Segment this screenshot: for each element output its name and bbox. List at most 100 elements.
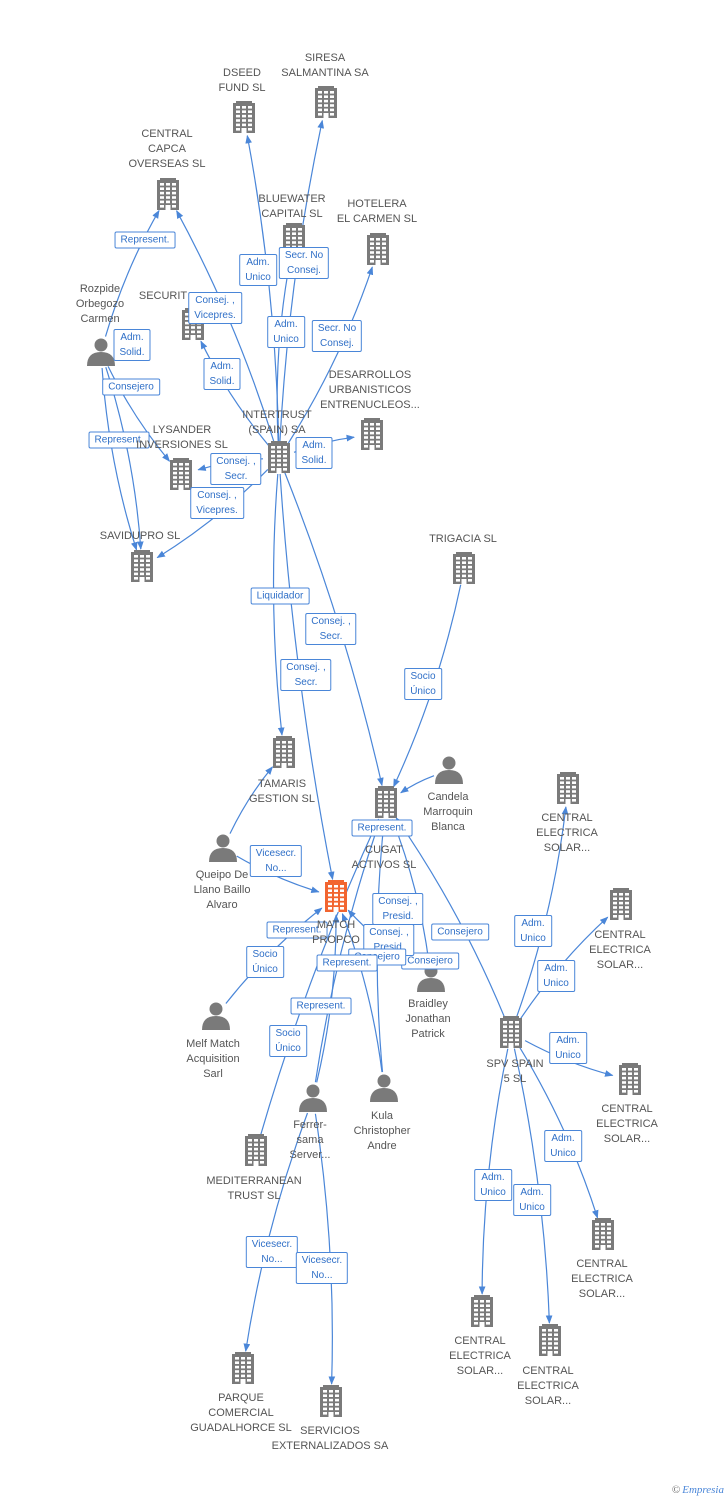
node-label-intertrust[interactable]: INTERTRUST (SPAIN) SA (242, 409, 312, 436)
building-icon-capca[interactable] (157, 178, 179, 210)
building-icon-desarrollos[interactable] (361, 418, 383, 450)
relation-label[interactable]: Secr. No Consej. (311, 320, 363, 352)
relation-edge (107, 366, 171, 462)
node-label-securit[interactable]: SECURIT (138, 290, 188, 302)
node-label-tamaris[interactable]: TAMARIS GESTION SL (248, 778, 316, 805)
relation-label[interactable]: Adm. Unico (544, 1130, 582, 1162)
relation-edge (515, 806, 569, 1019)
node-label-siresa[interactable]: SIRESA SALMANTINA SA (281, 52, 369, 79)
relation-label[interactable]: Consej. , Vicepres. (188, 292, 242, 324)
building-icon-lysander[interactable] (170, 458, 192, 490)
relation-label[interactable]: Secr. No Consej. (278, 247, 330, 279)
brand-watermark[interactable]: ©Empresia (672, 1484, 724, 1496)
node-label-mediterranean[interactable]: MEDITERRANEAN TRUST SL (206, 1175, 302, 1202)
node-label-match[interactable]: MATCH PROPCO (312, 919, 360, 946)
node-label-lysander[interactable]: LYSANDER INVERSIONES SL (136, 424, 228, 451)
node-label-hotelera[interactable]: HOTELERA EL CARMEN SL (336, 198, 418, 225)
relation-label[interactable]: Socio Único (404, 668, 442, 700)
relation-label[interactable]: Socio Único (246, 946, 284, 978)
building-icon-spv[interactable] (500, 1016, 522, 1048)
relation-label[interactable]: Adm. Solid. (113, 329, 151, 361)
building-icon-ce4[interactable] (592, 1218, 614, 1250)
relation-edge (245, 134, 280, 443)
relation-label[interactable]: Adm. Unico (239, 254, 277, 286)
building-icon-ce3[interactable] (619, 1063, 641, 1095)
relation-label[interactable]: Adm. Unico (267, 316, 305, 348)
relation-label[interactable]: Consej. , Secr. (210, 453, 262, 485)
relation-label[interactable]: Adm. Unico (537, 960, 575, 992)
person-icon-rozpide[interactable] (87, 338, 115, 367)
node-label-ferrer[interactable]: Ferrer- sama Server... (289, 1119, 331, 1161)
node-label-queipo[interactable]: Queipo De Llano Baillo Alvaro (193, 869, 251, 911)
relation-label[interactable]: Consej. , Secr. (305, 613, 357, 645)
relation-label[interactable]: Adm. Unico (513, 1184, 551, 1216)
building-icon-dseed[interactable] (233, 101, 255, 133)
relation-edge (272, 473, 285, 736)
node-label-capca[interactable]: CENTRAL CAPCA OVERSEAS SL (128, 128, 206, 170)
node-label-ce1[interactable]: CENTRAL ELECTRICA SOLAR... (536, 812, 598, 854)
building-icon-intertrust[interactable] (268, 441, 290, 473)
relation-label[interactable]: Consej. , Secr. (280, 659, 332, 691)
building-icon-parque[interactable] (232, 1352, 254, 1384)
relation-label[interactable]: Adm. Solid. (203, 358, 241, 390)
relation-label[interactable]: Represent. (114, 231, 176, 249)
building-icon-hotelera[interactable] (367, 233, 389, 265)
node-label-ce5[interactable]: CENTRAL ELECTRICA SOLAR... (449, 1335, 511, 1377)
node-label-ce6[interactable]: CENTRAL ELECTRICA SOLAR... (517, 1365, 579, 1407)
relation-edge (279, 119, 325, 443)
relation-label[interactable]: Vicesecr. No... (295, 1252, 349, 1284)
building-icon-siresa[interactable] (315, 86, 337, 118)
relation-label[interactable]: Represent. (316, 954, 378, 972)
person-icon-kula[interactable] (370, 1074, 398, 1103)
relation-label[interactable]: Adm. Unico (549, 1032, 587, 1064)
node-label-dseed[interactable]: DSEED FUND SL (218, 67, 266, 94)
node-label-desarrollos[interactable]: DESARROLLOS URBANISTICOS ENTRENUCLEOS... (320, 369, 420, 411)
relation-label[interactable]: Socio Único (269, 1025, 307, 1057)
building-icon-servicios[interactable] (320, 1385, 342, 1417)
node-label-ce2[interactable]: CENTRAL ELECTRICA SOLAR... (589, 929, 651, 971)
building-icon-ce1[interactable] (557, 772, 579, 804)
node-label-parque[interactable]: PARQUE COMERCIAL GUADALHORCE SL (190, 1392, 292, 1434)
building-icon-ce6[interactable] (539, 1324, 561, 1356)
node-label-ce4[interactable]: CENTRAL ELECTRICA SOLAR... (571, 1258, 633, 1300)
building-icon-cugat[interactable] (375, 786, 397, 818)
node-label-trigacia[interactable]: TRIGACIA SL (429, 533, 497, 545)
relation-label[interactable]: Liquidador (250, 587, 310, 605)
building-icon-tamaris[interactable] (273, 736, 295, 768)
relation-label[interactable]: Represent. (88, 431, 150, 449)
relation-edge (229, 766, 274, 834)
building-icon-trigacia[interactable] (453, 552, 475, 584)
node-label-cugat[interactable]: CUGAT ACTIVOS SL (351, 844, 417, 871)
relation-label[interactable]: Adm. Unico (474, 1169, 512, 1201)
node-label-candela[interactable]: Candela Marroquin Blanca (423, 791, 473, 833)
building-icon-ce5[interactable] (471, 1295, 493, 1327)
relation-label[interactable]: Vicesecr. No... (249, 845, 303, 877)
node-label-bluewater[interactable]: BLUEWATER CAPITAL SL (258, 193, 326, 220)
building-icon-ce2[interactable] (610, 888, 632, 920)
relation-label[interactable]: Represent. (351, 819, 413, 837)
building-icon-match[interactable] (325, 880, 347, 912)
relation-label[interactable]: Represent. (290, 997, 352, 1015)
node-label-kula[interactable]: Kula Christopher Andre (353, 1110, 411, 1152)
relation-label[interactable]: Consejero (431, 923, 489, 941)
person-icon-ferrer[interactable] (299, 1084, 327, 1113)
relation-label[interactable]: Adm. Unico (514, 915, 552, 947)
building-icon-savidupro[interactable] (131, 550, 153, 582)
building-icon-mediterranean[interactable] (245, 1134, 267, 1166)
relation-label[interactable]: Represent. (266, 921, 328, 939)
person-icon-queipo[interactable] (209, 834, 237, 863)
person-icon-candela[interactable] (435, 756, 463, 785)
relation-edge (395, 817, 506, 1019)
node-label-ce3[interactable]: CENTRAL ELECTRICA SOLAR... (596, 1103, 658, 1145)
node-label-melf[interactable]: Melf Match Acquisition Sarl (186, 1038, 240, 1080)
relation-label[interactable]: Consejero (102, 378, 160, 396)
node-label-rozpide[interactable]: Rozpide Orbegozo Carmen (75, 283, 125, 325)
node-label-servicios[interactable]: SERVICIOS EXTERNALIZADOS SA (271, 1425, 389, 1452)
person-icon-melf[interactable] (202, 1002, 230, 1031)
node-label-savidupro[interactable]: SAVIDUPRO SL (99, 530, 181, 542)
node-label-spv[interactable]: SPV SPAIN 5 SL (486, 1058, 544, 1085)
relation-label[interactable]: Consej. , Vicepres. (190, 487, 244, 519)
relation-label[interactable]: Adm. Solid. (295, 437, 333, 469)
node-label-braidley[interactable]: Braidley Jonathan Patrick (405, 998, 451, 1040)
relation-label[interactable]: Vicesecr. No... (245, 1236, 299, 1268)
